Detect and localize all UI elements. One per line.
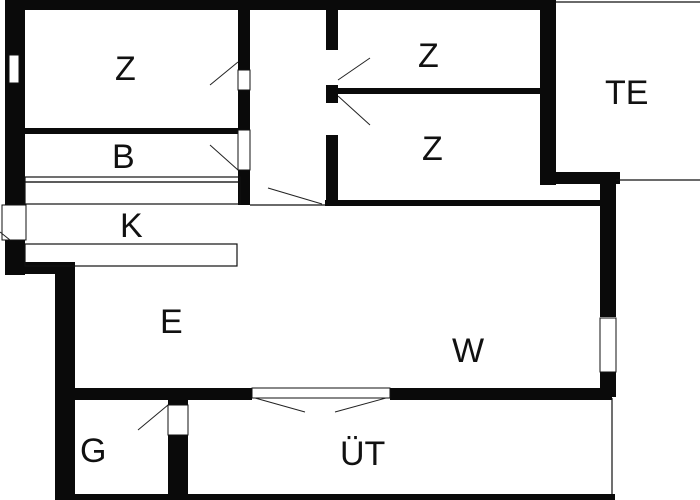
walls bbox=[5, 0, 620, 500]
kitchen-lower-counter bbox=[24, 243, 238, 267]
door-z1 bbox=[209, 61, 239, 86]
wall-z2-z3 bbox=[338, 88, 543, 94]
window-g bbox=[167, 404, 189, 436]
room-label-te: TE bbox=[605, 74, 648, 112]
wall-corridor-left bbox=[238, 10, 250, 70]
wall-corridor-left-c bbox=[238, 170, 250, 205]
wall-left-upper bbox=[5, 0, 25, 205]
room-label-z-2: Z bbox=[418, 37, 439, 75]
room-label-g: G bbox=[80, 432, 106, 470]
window-ew-bottom bbox=[251, 387, 391, 399]
window-corridor-z1 bbox=[237, 69, 251, 91]
room-label-e: E bbox=[160, 303, 183, 341]
wall-left-lower bbox=[55, 265, 75, 500]
wall-te-left bbox=[540, 0, 556, 185]
door-corridor bbox=[267, 187, 323, 205]
wall-corridor-right-c bbox=[326, 135, 338, 205]
door-b bbox=[209, 144, 239, 171]
wall-corridor-right-b bbox=[326, 85, 338, 103]
wall-bottom bbox=[55, 494, 615, 500]
room-label-z-3: Z bbox=[422, 130, 443, 168]
room-label-k: K bbox=[120, 207, 143, 245]
kitchen-upper-counter bbox=[24, 181, 241, 205]
windows bbox=[1, 54, 617, 436]
door-g bbox=[137, 404, 169, 431]
wall-top bbox=[5, 0, 555, 10]
room-label-w: W bbox=[452, 332, 484, 370]
wall-z1-b bbox=[22, 128, 242, 134]
door-z2 bbox=[337, 57, 371, 81]
door-entry bbox=[0, 231, 11, 241]
wall-step bbox=[5, 262, 75, 274]
window-z1-left bbox=[8, 54, 20, 84]
window-k-left bbox=[1, 204, 27, 241]
doors bbox=[0, 57, 387, 431]
wall-corridor-right bbox=[326, 10, 338, 50]
window-w-right bbox=[599, 317, 617, 373]
partitions bbox=[24, 1, 700, 494]
wall-z-bottom bbox=[325, 200, 605, 206]
wall-right bbox=[600, 172, 616, 317]
room-label-ut: ÜT bbox=[340, 435, 385, 473]
door-ut-right bbox=[334, 397, 387, 413]
door-z3 bbox=[337, 95, 371, 126]
room-label-z-1: Z bbox=[115, 50, 136, 88]
room-label-b: B bbox=[112, 138, 135, 176]
b-lower-line bbox=[24, 176, 241, 183]
room-labels: Z Z Z B K E W G ÜT TE bbox=[80, 37, 648, 473]
wall-ew-bottom-b bbox=[390, 388, 612, 400]
window-corridor-b bbox=[237, 129, 251, 171]
wall-corridor-left-b bbox=[238, 90, 250, 130]
wall-ew-bottom bbox=[72, 388, 252, 400]
door-ut-left bbox=[254, 397, 306, 413]
